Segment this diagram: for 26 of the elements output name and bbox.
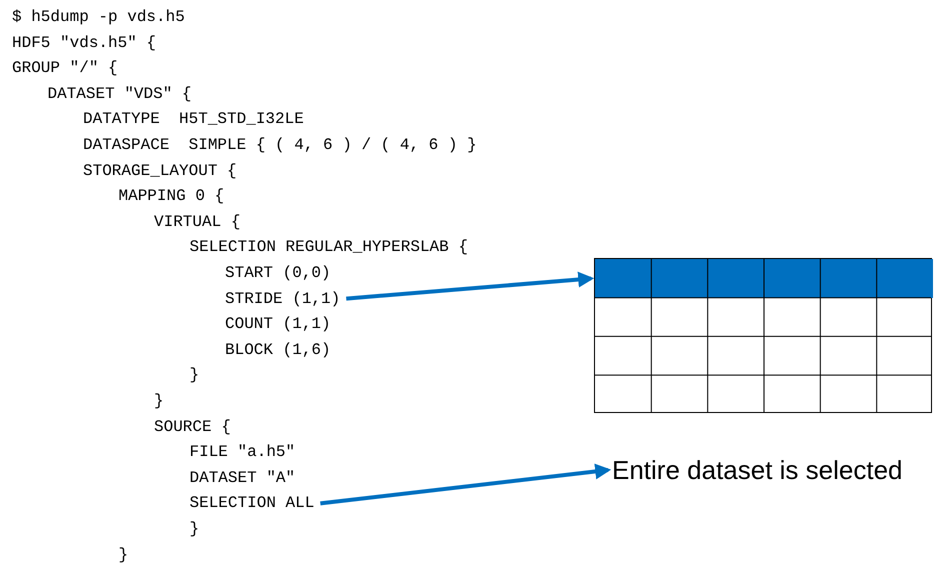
- code-line: HDF5 "vds.h5" {: [12, 32, 156, 54]
- code-line: VIRTUAL {: [154, 212, 240, 233]
- annotation-text: Entire dataset is selected: [612, 450, 902, 490]
- code-line: SELECTION ALL: [190, 492, 314, 514]
- code-line: }: [118, 544, 128, 566]
- code-line: $ h5dump -p vds.h5: [12, 7, 185, 28]
- code-line: SELECTION REGULAR_HYPERSLAB {: [190, 237, 468, 258]
- code-line: STRIDE (1,1): [225, 288, 340, 310]
- code-line: SOURCE {: [154, 416, 231, 438]
- code-line: DATASET "A": [190, 468, 296, 489]
- code-line: }: [190, 519, 200, 540]
- code-line: BLOCK (1,6): [225, 340, 331, 361]
- code-line: MAPPING 0 {: [118, 186, 224, 208]
- code-line: DATATYPE H5T_STD_I32LE: [83, 109, 304, 130]
- code-line: STORAGE_LAYOUT {: [83, 160, 237, 182]
- code-line: GROUP "/" {: [12, 58, 118, 80]
- arrow: [320, 464, 612, 506]
- code-line: DATASPACE SIMPLE { ( 4, 6 ) / ( 4, 6 ) }: [83, 135, 477, 156]
- code-line: COUNT (1,1): [225, 314, 331, 336]
- code-line: FILE "a.h5": [190, 442, 296, 464]
- arrow: [346, 272, 594, 301]
- code-line: }: [154, 391, 164, 412]
- highlighted-row: [595, 259, 933, 298]
- code-line: DATASET "VDS" {: [48, 84, 192, 105]
- code-line: START (0,0): [225, 263, 331, 284]
- code-line: }: [190, 365, 200, 386]
